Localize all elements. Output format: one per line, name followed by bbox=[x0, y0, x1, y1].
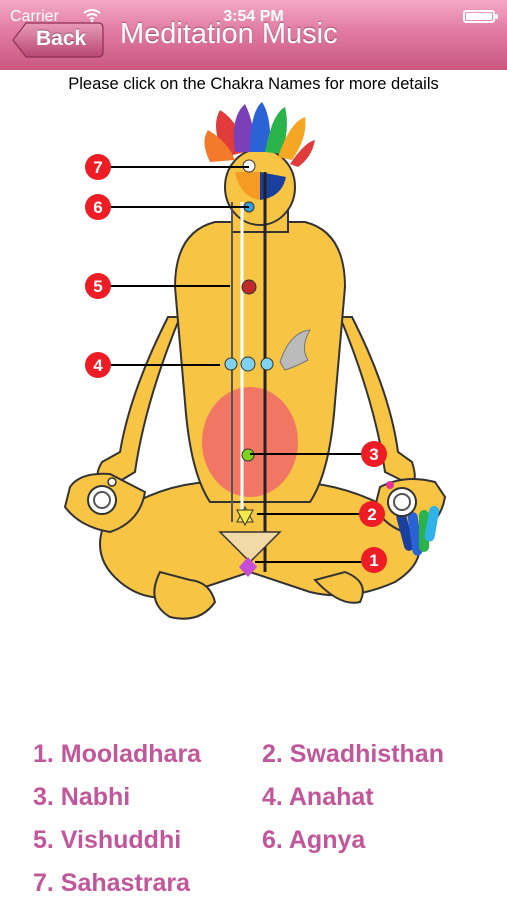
carrier-label: Carrier bbox=[10, 8, 59, 25]
marker-label: 4 bbox=[93, 356, 103, 375]
marker-4: 4 bbox=[85, 352, 111, 378]
navigation-bar: Carrier 3:54 PM Back Meditation Music bbox=[0, 0, 507, 70]
marker-7: 7 bbox=[85, 154, 111, 180]
back-button[interactable]: Back bbox=[12, 22, 104, 58]
chakra-link-anahat[interactable]: 4. Anahat bbox=[262, 783, 374, 811]
marker-3: 3 bbox=[361, 441, 387, 467]
status-bar: Carrier 3:54 PM bbox=[0, 6, 507, 26]
marker-label: 2 bbox=[367, 505, 376, 524]
meditation-figure-illustration: 7 6 5 4 3 2 1 bbox=[63, 102, 447, 620]
chakra-link-vishuddhi[interactable]: 5. Vishuddhi bbox=[33, 826, 182, 854]
marker-label: 3 bbox=[369, 445, 378, 464]
chakra-link-mooladhara[interactable]: 1. Mooladhara bbox=[33, 740, 202, 768]
marker-label: 7 bbox=[93, 158, 102, 177]
chakra-link-swadhisthan[interactable]: 2. Swadhisthan bbox=[262, 740, 444, 768]
wifi-icon bbox=[82, 7, 102, 28]
marker-label: 1 bbox=[369, 551, 378, 570]
marker-5: 5 bbox=[85, 273, 111, 299]
marker-2: 2 bbox=[359, 501, 385, 527]
chakra-diagram: 7 6 5 4 3 2 1 bbox=[50, 102, 470, 632]
page-title: Meditation Music bbox=[120, 18, 338, 50]
battery-icon bbox=[463, 10, 498, 23]
chakra-link-nabhi[interactable]: 3. Nabhi bbox=[33, 783, 131, 811]
marker-1: 1 bbox=[361, 547, 387, 573]
chakra-link-sahastrara[interactable]: 7. Sahastrara bbox=[33, 869, 191, 897]
instruction-text: Please click on the Chakra Names for mor… bbox=[68, 75, 439, 93]
marker-6: 6 bbox=[85, 194, 111, 220]
marker-label: 6 bbox=[93, 198, 102, 217]
back-button-label: Back bbox=[36, 27, 87, 50]
marker-label: 5 bbox=[93, 277, 102, 296]
chakra-link-agnya[interactable]: 6. Agnya bbox=[262, 826, 366, 854]
status-time: 3:54 PM bbox=[223, 8, 284, 25]
